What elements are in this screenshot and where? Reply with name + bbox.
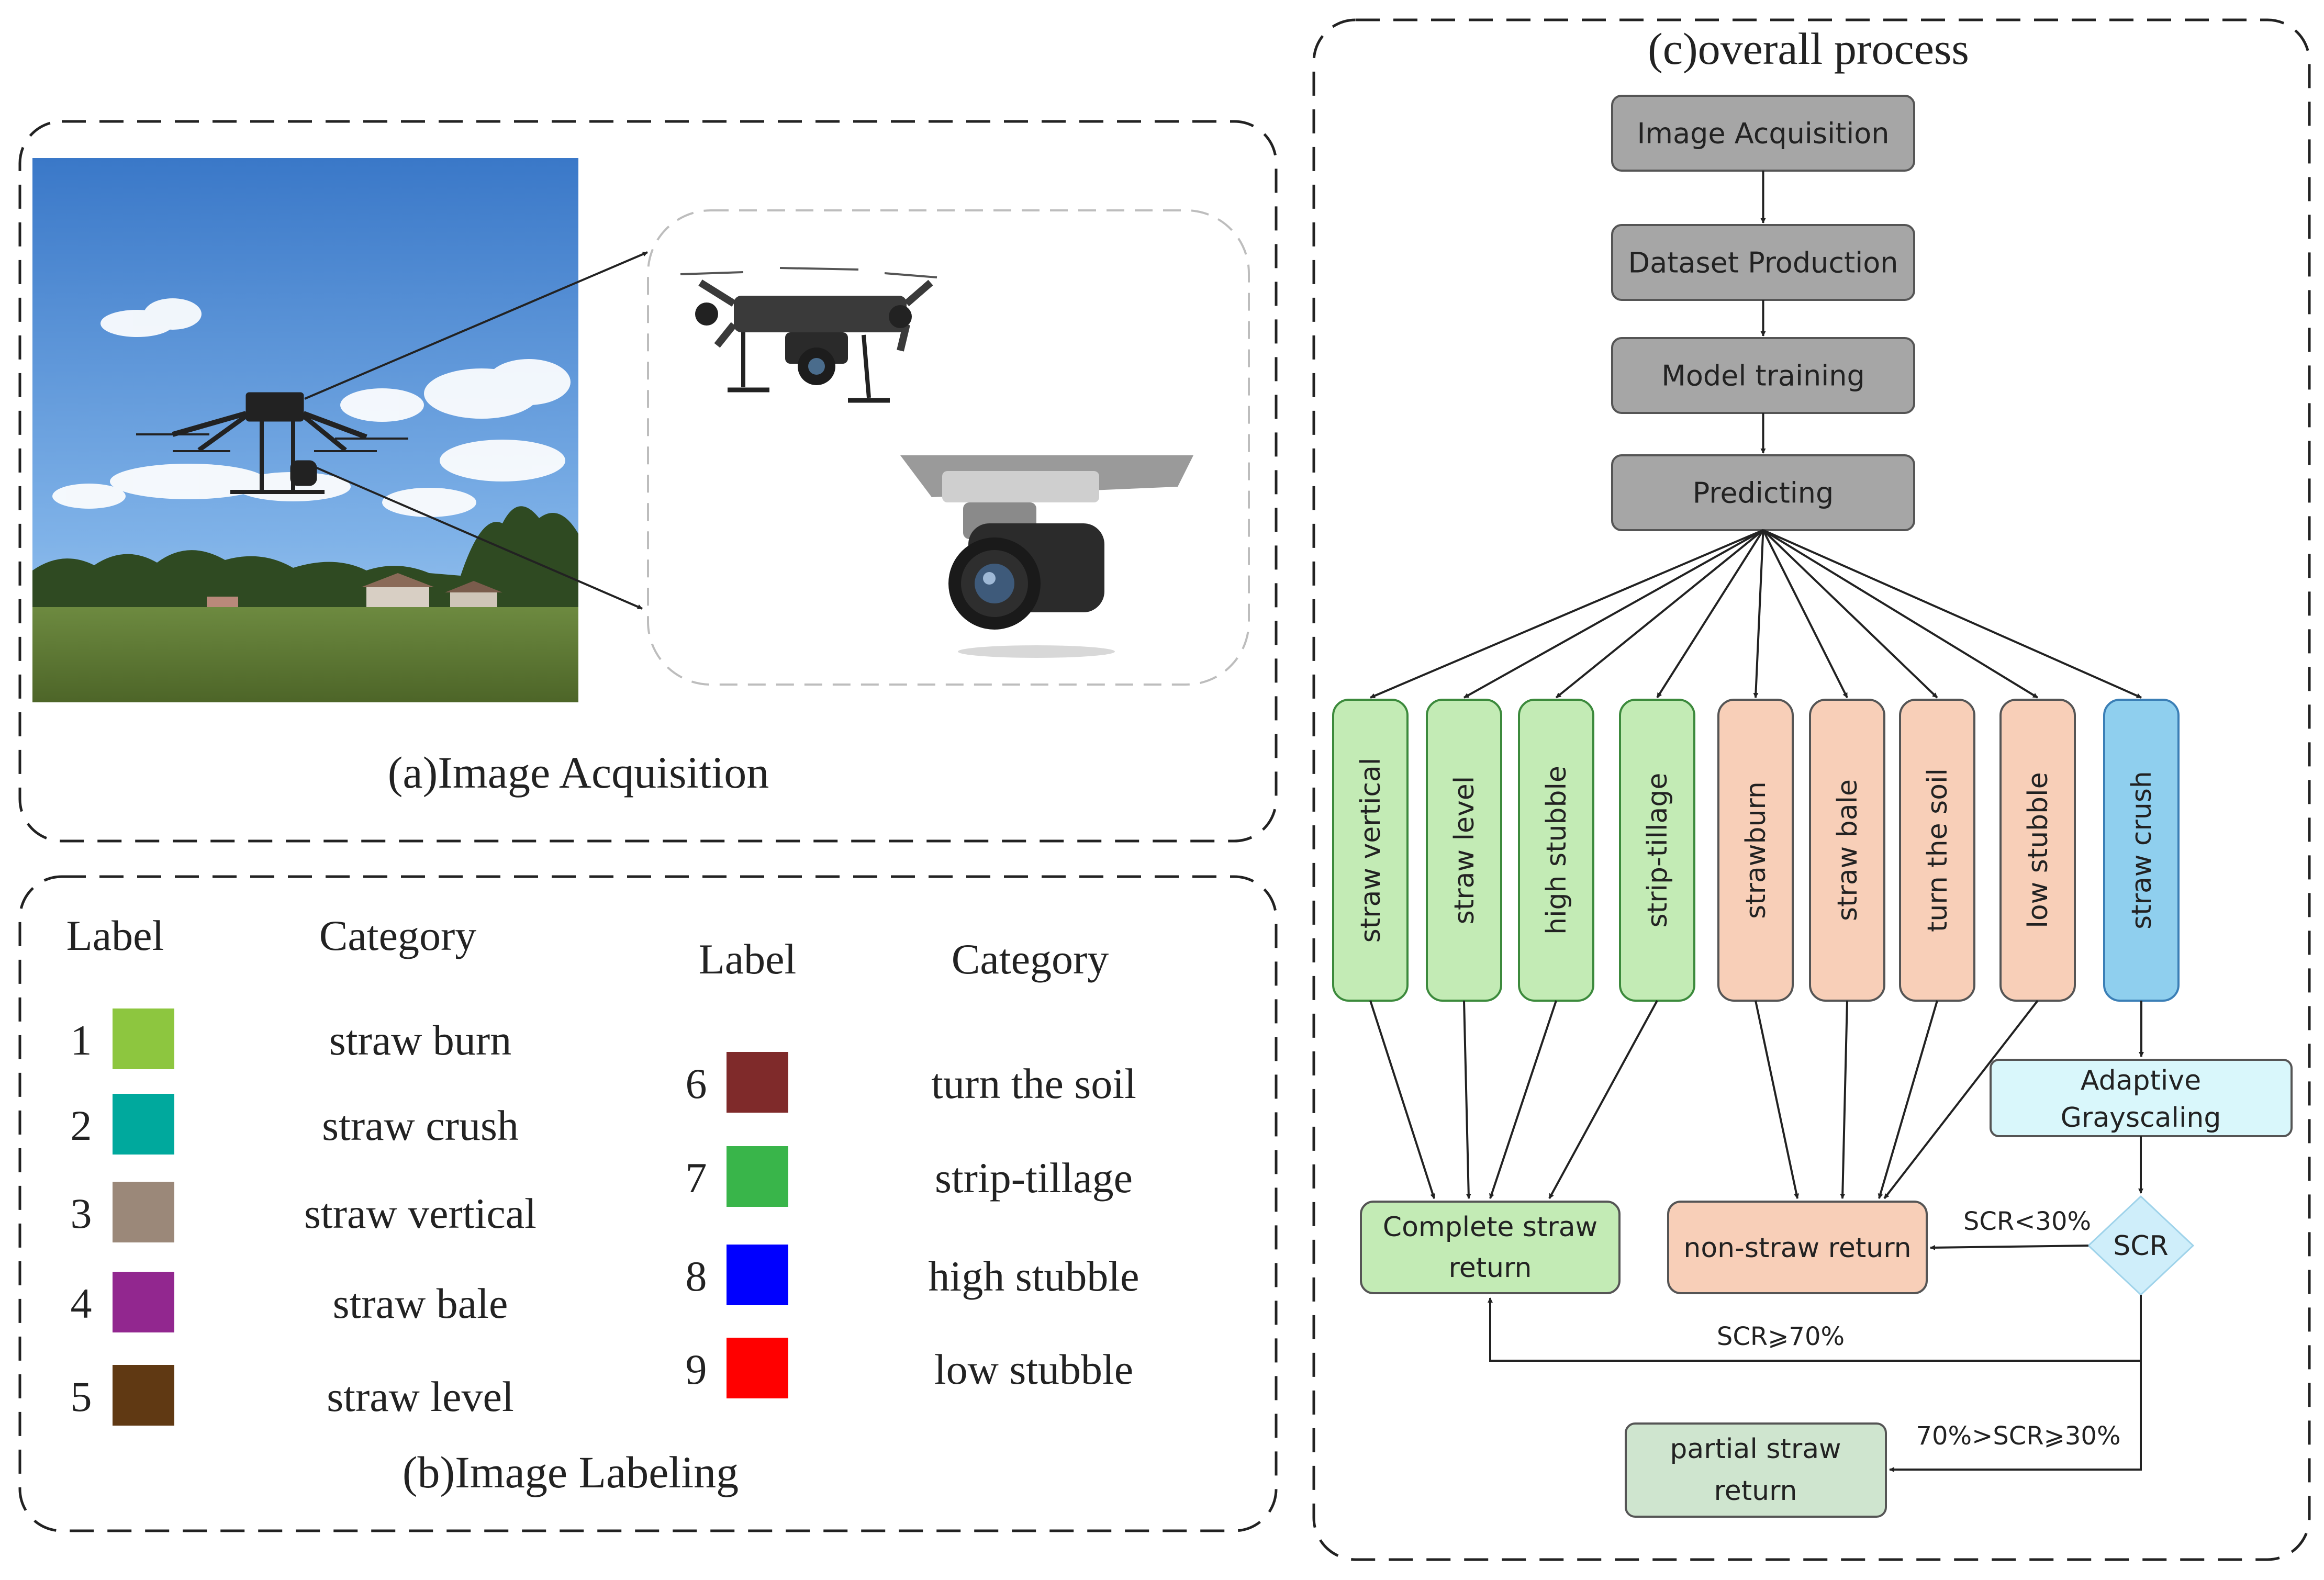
legend-number: 5	[71, 1373, 92, 1420]
cond-mid-label: 70%>SCR⩾30%	[1916, 1421, 2120, 1451]
partial-line1: partial straw	[1670, 1433, 1841, 1465]
legend-number: 6	[686, 1060, 707, 1107]
legend-category: low stubble	[934, 1346, 1133, 1393]
panel-c-caption: (c)overall process	[1648, 24, 1969, 74]
arrow-class-to-complete	[1548, 1000, 1658, 1199]
legend-swatch	[727, 1245, 788, 1305]
cond-high-label: SCR⩾70%	[1717, 1322, 1845, 1351]
legend-category: strip-tillage	[935, 1154, 1133, 1202]
legend-swatch	[113, 1272, 174, 1332]
legend-category: straw vertical	[304, 1190, 537, 1237]
class-label: straw level	[1449, 776, 1480, 924]
category-header-right: Category	[952, 935, 1109, 983]
nonstraw-label: non-straw return	[1683, 1232, 1911, 1264]
arrow-predict-to-class	[1762, 529, 1938, 699]
legend-category: turn the soil	[931, 1060, 1136, 1107]
panel-overall-process: (c)overall process Image AcquisitionData…	[1312, 18, 2311, 1561]
complete-line1: Complete straw	[1383, 1212, 1597, 1243]
flow-arrows	[1369, 171, 2144, 1200]
arrow-scr-to-nonstraw	[1930, 1245, 2089, 1250]
legend-number: 8	[686, 1252, 707, 1300]
arrow-predict-to-class	[1762, 529, 2142, 699]
legend-right-column: 6 turn the soil 7 strip-tillage 8 high stubbl…	[686, 1052, 1139, 1398]
arrow-class-to-nonstraw	[1883, 1000, 2039, 1200]
legend-category: straw level	[327, 1373, 513, 1420]
class-boxes: straw vertical straw level high stubble str…	[1332, 699, 2180, 1002]
class-label: strip-tillage	[1642, 773, 1673, 928]
legend-number: 1	[71, 1016, 92, 1064]
class-label: strawburn	[1740, 781, 1772, 919]
non-straw-return-box	[1667, 1201, 1928, 1294]
panel-a-caption: (a)Image Acquisition	[388, 747, 769, 798]
legend-number: 7	[686, 1154, 707, 1202]
partial-straw-return-box	[1625, 1422, 1887, 1518]
legend-swatch	[727, 1052, 788, 1113]
arrow-predict-to-class	[1762, 530, 1848, 698]
legend-swatch	[727, 1146, 788, 1207]
class-label: straw vertical	[1355, 758, 1387, 943]
arrow-predict-to-class	[1463, 529, 1764, 699]
panel-b-border	[18, 875, 1278, 1532]
arrow-predict-to-class	[1753, 530, 1764, 698]
arrow-class-to-complete	[1369, 1000, 1435, 1199]
arrow-class-to-complete	[1463, 1000, 1471, 1199]
label-header-right: Label	[699, 935, 797, 983]
panel-c-border	[1312, 18, 2311, 1561]
legend-category: straw crush	[322, 1102, 519, 1149]
cond-low-label: SCR<30%	[1963, 1207, 2091, 1236]
panel-image-labeling: Label Category Label Category 1 straw bur…	[18, 875, 1278, 1532]
class-label: turn the soil	[1922, 768, 1953, 932]
legend-swatch	[113, 1365, 174, 1426]
pipeline-step-label: Image Acquisition	[1637, 117, 1889, 150]
arrow-predict-to-class	[1370, 529, 1764, 699]
legend-swatch	[113, 1182, 174, 1242]
label-header-left: Label	[66, 912, 164, 959]
legend-number: 2	[71, 1102, 92, 1149]
product-showcase-box	[647, 209, 1250, 686]
legend-swatch	[727, 1338, 788, 1398]
arrow-class-to-nonstraw	[1878, 1000, 1938, 1199]
arrow-class-to-nonstraw	[1840, 1000, 1848, 1199]
arrow-class-to-complete	[1489, 1000, 1557, 1199]
scr-label: SCR	[2113, 1230, 2168, 1262]
legend-swatch	[113, 1008, 174, 1069]
legend-category: high stubble	[928, 1252, 1139, 1300]
class-label: low stubble	[2023, 772, 2054, 928]
adaptive-line1: Adaptive	[2081, 1065, 2201, 1096]
arrow-predict-to-class	[1656, 529, 1764, 699]
complete-straw-return-box	[1360, 1201, 1621, 1294]
partial-line2: return	[1714, 1475, 1797, 1507]
class-label: high stubble	[1541, 766, 1572, 935]
arrow-scr-to-partial	[1889, 1295, 2142, 1472]
pipeline-step-label: Dataset Production	[1628, 246, 1898, 279]
legend-number: 3	[71, 1190, 92, 1237]
arrow-predict-to-class	[1555, 529, 1764, 699]
drone-product-image	[680, 267, 937, 403]
pipeline-step-label: Model training	[1661, 360, 1865, 393]
complete-line2: return	[1449, 1252, 1532, 1284]
adaptive-line2: Grayscaling	[2061, 1102, 2221, 1134]
pipeline-step-label: Predicting	[1693, 477, 1834, 510]
arrow-class-to-nonstraw	[1755, 1000, 1800, 1199]
legend-category: straw bale	[333, 1280, 508, 1327]
camera-product-image	[900, 455, 1193, 658]
legend-left-column: 1 straw burn 2 straw crush 3 straw vertical 4 s…	[71, 1008, 537, 1426]
class-label: straw bale	[1832, 779, 1863, 921]
category-header-left: Category	[319, 912, 477, 959]
arrow-drone-body	[304, 251, 648, 400]
legend-swatch	[113, 1094, 174, 1155]
class-label: straw crush	[2126, 771, 2158, 929]
panel-image-acquisition: (a)Image Acquisition	[18, 120, 1278, 843]
legend-number: 4	[71, 1280, 92, 1327]
drone-field-photo	[32, 158, 578, 702]
legend-category: straw burn	[329, 1016, 511, 1064]
arrow-predict-to-class	[1762, 529, 2039, 699]
legend-number: 9	[686, 1346, 707, 1393]
arrow-drone-camera	[311, 465, 643, 610]
panel-b-caption: (b)Image Labeling	[403, 1447, 739, 1497]
panel-a-border	[18, 120, 1278, 843]
